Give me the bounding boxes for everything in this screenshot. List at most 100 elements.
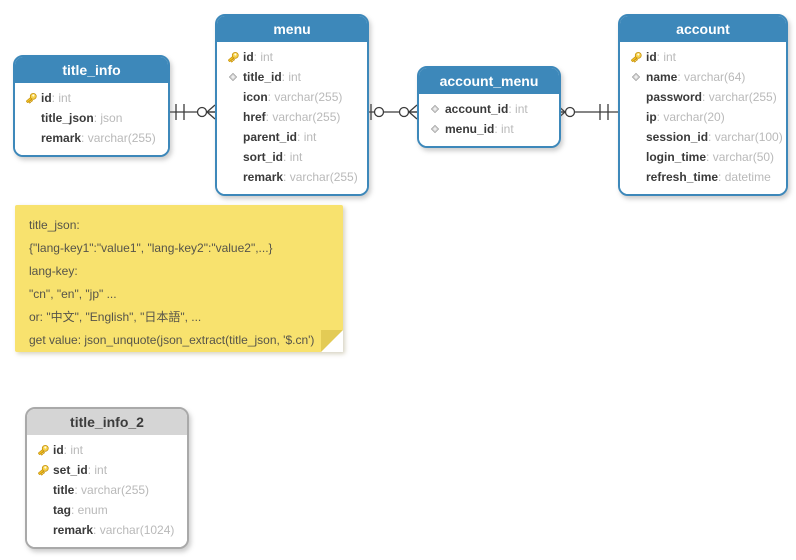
field-name: ip — [646, 110, 657, 124]
field-type: int — [282, 70, 301, 84]
table-title_info_2[interactable]: title_info_2idintset_idinttitlevarchar(2… — [25, 407, 189, 549]
field-row[interactable]: menu_idint — [425, 119, 555, 139]
field-row[interactable]: titlevarchar(255) — [33, 480, 183, 500]
table-header[interactable]: menu — [217, 16, 367, 42]
field-type: int — [283, 150, 303, 164]
note-line: "cn", "en", "jp" ... — [29, 287, 117, 301]
table-header[interactable]: title_info — [15, 57, 168, 83]
field-row[interactable]: remarkvarchar(255) — [21, 128, 164, 148]
note-line: {"lang-key1":"value1", "lang-key2":"valu… — [29, 241, 273, 255]
note-line: or: "中文", "English", "日本語", ... — [29, 310, 202, 324]
field-type: int — [52, 91, 71, 105]
diamond-icon — [223, 71, 243, 83]
note-line: lang-key: — [29, 264, 78, 278]
field-name: menu_id — [445, 122, 495, 136]
sticky-note[interactable]: title_json: {"lang-key1":"value1", "lang-… — [15, 205, 343, 352]
table-menu[interactable]: menuidinttitle_idinticonvarchar(255)href… — [215, 14, 369, 196]
diamond-icon — [425, 103, 445, 115]
field-row[interactable]: idint — [223, 47, 363, 67]
field-row[interactable]: title_idint — [223, 67, 363, 87]
field-type: int — [494, 122, 514, 136]
field-type: varchar(255) — [268, 90, 342, 104]
key-icon — [626, 50, 646, 64]
field-row[interactable]: iconvarchar(255) — [223, 87, 363, 107]
field-row[interactable]: namevarchar(64) — [626, 67, 782, 87]
field-name: session_id — [646, 130, 709, 144]
diamond-icon — [626, 71, 646, 83]
field-name: id — [243, 50, 254, 64]
field-row[interactable]: refresh_timedatetime — [626, 167, 782, 187]
field-type: varchar(255) — [266, 110, 340, 124]
field-type: varchar(50) — [706, 150, 774, 164]
field-type: varchar(20) — [657, 110, 724, 124]
field-row[interactable]: passwordvarchar(255) — [626, 87, 782, 107]
field-name: remark — [41, 131, 82, 145]
field-name: remark — [53, 523, 94, 537]
table-header[interactable]: title_info_2 — [27, 409, 187, 435]
key-icon — [223, 50, 243, 64]
field-name: id — [41, 91, 52, 105]
field-row[interactable]: login_timevarchar(50) — [626, 147, 782, 167]
field-type: int — [254, 50, 273, 64]
field-row[interactable]: hrefvarchar(255) — [223, 107, 363, 127]
diamond-icon — [425, 123, 445, 135]
field-type: varchar(255) — [283, 170, 358, 184]
table-body: idintnamevarchar(64)passwordvarchar(255)… — [620, 42, 786, 194]
field-name: refresh_time — [646, 170, 719, 184]
field-row[interactable]: session_idvarchar(100) — [626, 127, 783, 147]
field-name: title — [53, 483, 75, 497]
field-row[interactable]: remarkvarchar(1024) — [33, 520, 183, 540]
field-name: id — [646, 50, 657, 64]
table-title_info[interactable]: title_infoidinttitle_jsonjsonremarkvarch… — [13, 55, 170, 157]
field-type: varchar(1024) — [93, 523, 175, 537]
field-row[interactable]: account_idint — [425, 99, 555, 119]
key-icon — [21, 91, 41, 105]
rel-title_info-menu[interactable] — [166, 104, 216, 120]
table-body: account_idintmenu_idint — [419, 94, 559, 146]
field-type: json — [94, 111, 122, 125]
field-type: int — [508, 102, 528, 116]
field-name: login_time — [646, 150, 707, 164]
field-name: icon — [243, 90, 268, 104]
field-row[interactable]: ipvarchar(20) — [626, 107, 782, 127]
table-header[interactable]: account — [620, 16, 786, 42]
key-icon — [33, 443, 53, 457]
table-body: idintset_idinttitlevarchar(255)tagenumre… — [27, 435, 187, 547]
field-type: datetime — [718, 170, 771, 184]
field-name: href — [243, 110, 266, 124]
field-row[interactable]: tagenum — [33, 500, 183, 520]
field-name: set_id — [53, 463, 88, 477]
table-account[interactable]: accountidintnamevarchar(64)passwordvarch… — [618, 14, 788, 196]
field-name: tag — [53, 503, 71, 517]
note-line: get value: json_unquote(json_extract(tit… — [29, 333, 315, 347]
field-type: varchar(255) — [702, 90, 777, 104]
field-name: id — [53, 443, 64, 457]
field-row[interactable]: idint — [626, 47, 782, 67]
rel-menu-account_menu[interactable] — [365, 104, 418, 120]
note-line: title_json: — [29, 218, 80, 232]
table-body: idinttitle_idinticonvarchar(255)hrefvarc… — [217, 42, 367, 194]
field-type: varchar(64) — [677, 70, 745, 84]
field-name: title_json — [41, 111, 94, 125]
key-icon — [33, 463, 53, 477]
field-name: remark — [243, 170, 284, 184]
field-row[interactable]: idint — [33, 440, 183, 460]
rel-account_menu-account[interactable] — [556, 104, 618, 120]
field-row[interactable]: remarkvarchar(255) — [223, 167, 363, 187]
field-type: int — [64, 443, 83, 457]
table-header[interactable]: account_menu — [419, 68, 559, 94]
field-type: varchar(100) — [708, 130, 783, 144]
field-row[interactable]: set_idint — [33, 460, 183, 480]
field-row[interactable]: idint — [21, 88, 164, 108]
field-name: parent_id — [243, 130, 298, 144]
field-row[interactable]: parent_idint — [223, 127, 363, 147]
field-type: int — [88, 463, 107, 477]
field-type: int — [297, 130, 317, 144]
field-row[interactable]: sort_idint — [223, 147, 363, 167]
field-type: int — [657, 50, 676, 64]
field-name: sort_id — [243, 150, 284, 164]
field-row[interactable]: title_jsonjson — [21, 108, 164, 128]
field-name: account_id — [445, 102, 509, 116]
